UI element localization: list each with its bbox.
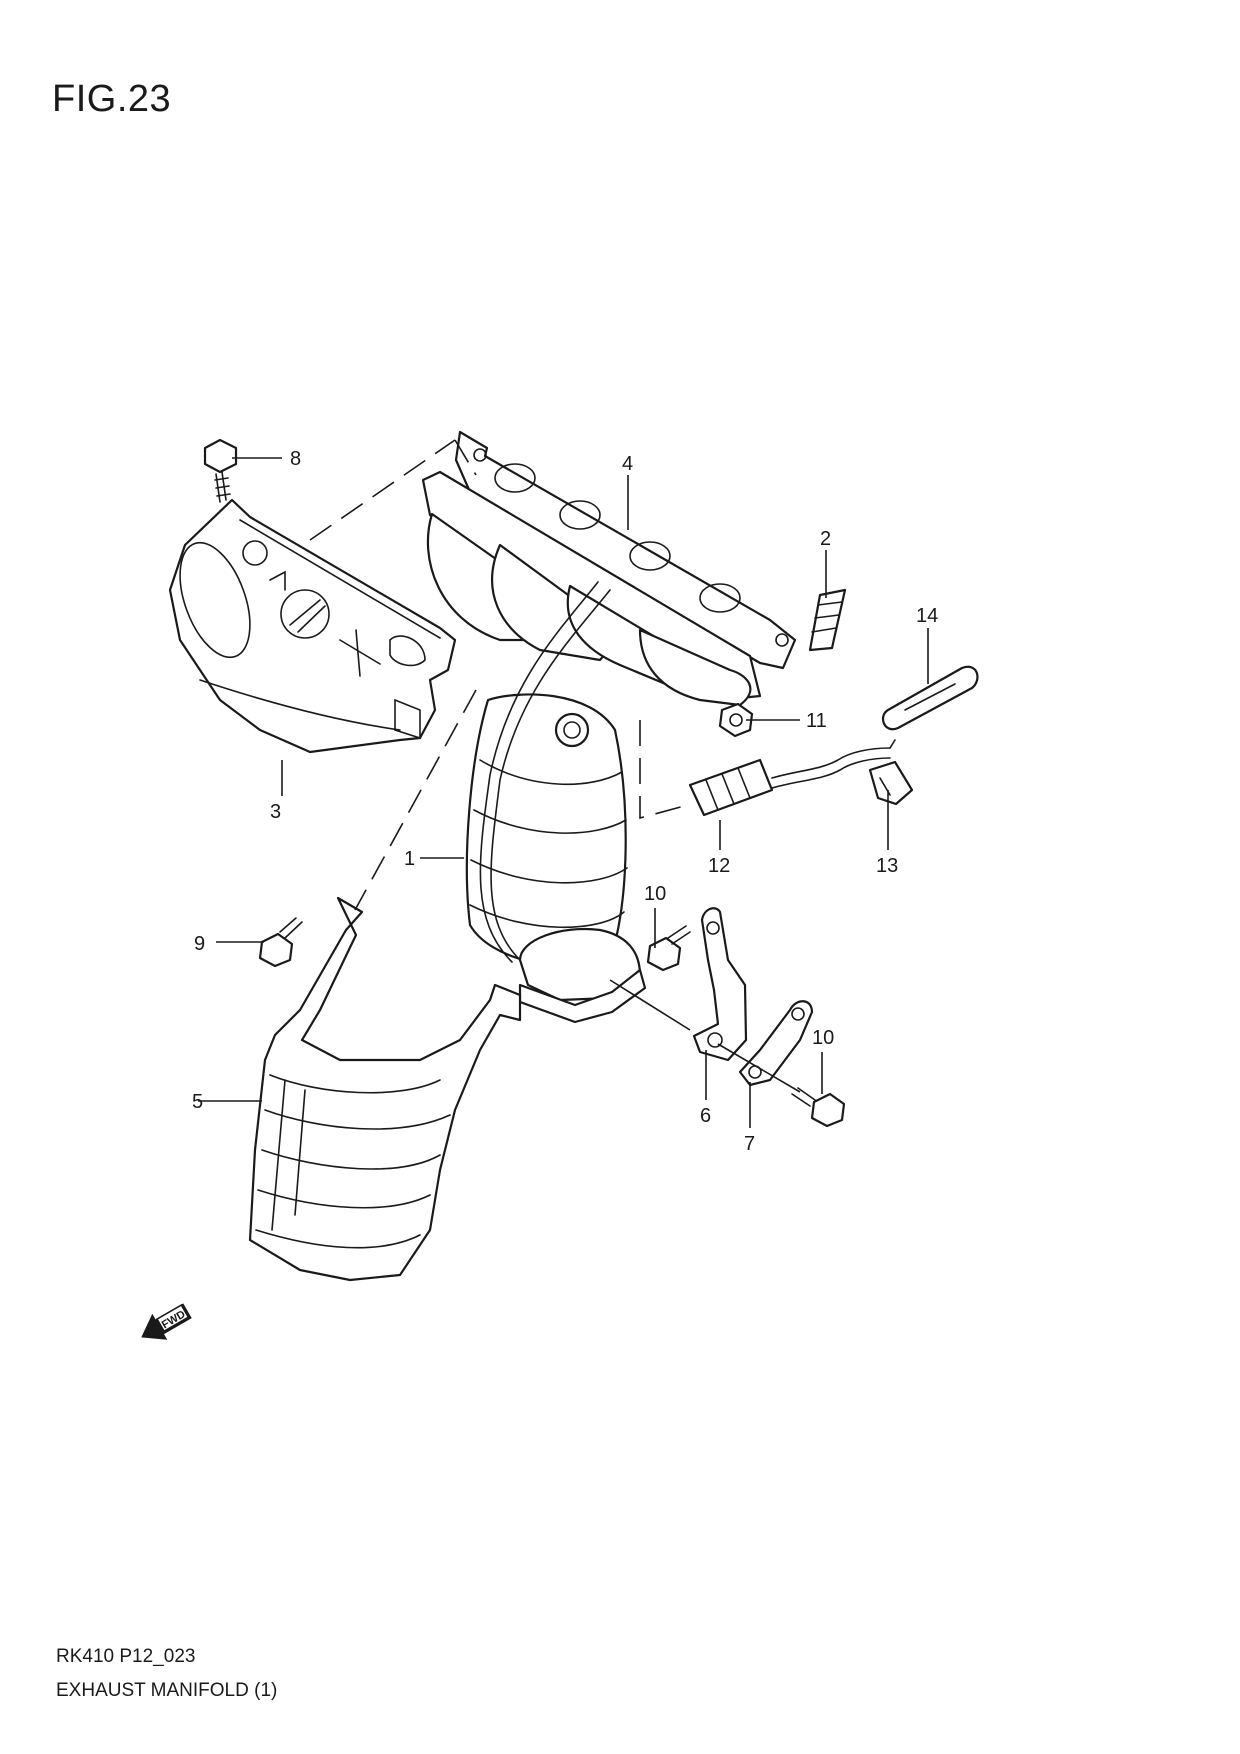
- bolt-part-10-upper: [646, 925, 691, 972]
- callout-14: 14: [916, 605, 938, 627]
- callout-10-lower: 10: [812, 1027, 834, 1049]
- bracket-part-14: [881, 665, 979, 731]
- upper-cover-part-3: [168, 498, 457, 754]
- callout-2: 2: [820, 528, 831, 550]
- bolt-part-8: [203, 438, 238, 503]
- clip-part-13: [868, 760, 914, 806]
- nut-part-11: [718, 702, 754, 738]
- bracket-part-7: [738, 1000, 814, 1087]
- callout-9: 9: [194, 933, 205, 955]
- callout-5: 5: [192, 1091, 203, 1113]
- figure-code: RK410 P12_023: [56, 1646, 196, 1667]
- callout-4: 4: [622, 453, 633, 475]
- fwd-arrow-icon: FWD: [141, 1303, 192, 1340]
- callout-10-upper: 10: [644, 883, 666, 905]
- bolt-part-9: [258, 917, 303, 968]
- callout-11: 11: [806, 710, 827, 732]
- stud-part-2: [808, 588, 847, 652]
- callout-12: 12: [708, 855, 730, 877]
- oxygen-sensor-part-12: [688, 739, 896, 817]
- callout-3: 3: [270, 801, 281, 823]
- callout-8: 8: [290, 448, 301, 470]
- figure-title: FIG.23: [52, 78, 172, 120]
- gasket-part-4: [454, 430, 797, 670]
- callout-6: 6: [700, 1105, 711, 1127]
- manifold-part-1: [421, 470, 762, 1024]
- callout-1: 1: [404, 848, 415, 870]
- lower-shield-part-5: [248, 896, 522, 1282]
- bolt-part-10-lower: [791, 1087, 846, 1128]
- callout-7: 7: [744, 1133, 755, 1155]
- callout-13: 13: [876, 855, 898, 877]
- figure-name: EXHAUST MANIFOLD (1): [56, 1680, 278, 1701]
- bracket-part-6: [692, 907, 748, 1062]
